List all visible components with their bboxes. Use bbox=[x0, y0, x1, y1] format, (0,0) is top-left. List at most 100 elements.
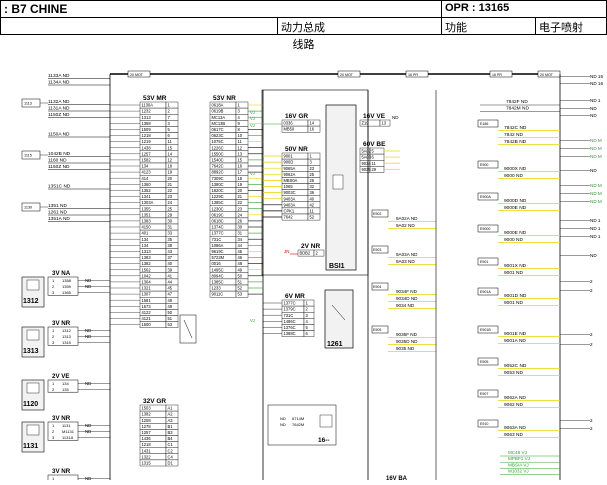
left-component-pin: 1 bbox=[52, 423, 55, 428]
edge-label: ND 15 bbox=[590, 74, 603, 79]
connector-6v-mr-pin: 1 bbox=[306, 301, 309, 306]
connector-53v-mr-wire: 1383 bbox=[142, 255, 152, 260]
connector-32v-gr-pin: C1 bbox=[168, 442, 174, 447]
connector-53v-mr-pin: 24 bbox=[168, 200, 173, 205]
left-component-title: 3V NR bbox=[52, 415, 71, 422]
wire-label: 1160 ND bbox=[48, 158, 67, 164]
right-connector-box bbox=[477, 119, 499, 128]
connector-6v-mr-title: 6V MR bbox=[285, 293, 305, 300]
connector-53v-mr-pin: 35 bbox=[168, 237, 173, 242]
right-bottom-wire-label: MBSIA VJ bbox=[508, 462, 529, 467]
connector-53v-mr-wire: 1303A bbox=[142, 200, 154, 205]
connector-32v-gr-wire: 1208 bbox=[142, 418, 152, 423]
connector-50v-nr-pin: 42 bbox=[310, 202, 315, 207]
connector-53v-mr-pin: 11 bbox=[168, 139, 173, 144]
wire-label: 1351C ND bbox=[48, 184, 71, 190]
mid-connector-label: E904 bbox=[373, 285, 381, 289]
right-wire-label: 9001E ND bbox=[504, 331, 527, 337]
connector-53v-nr-pin: 30 bbox=[238, 225, 243, 230]
left-component-pin: 1 bbox=[52, 328, 55, 333]
connector-53v-mr-pin: 25 bbox=[168, 206, 173, 211]
mid-wire-label: 9A02A ND bbox=[396, 216, 418, 221]
connector-box-label: 1113 bbox=[24, 102, 32, 106]
connector-53v-nr-wire: 8892C bbox=[212, 170, 224, 175]
edge-label: ND M bbox=[590, 199, 602, 204]
connector-53v-nr-pin: 51 bbox=[238, 280, 243, 285]
connector-53v-nr-wire: 0619C bbox=[212, 212, 224, 217]
connector-32v-gr-wire: 1257 bbox=[142, 430, 152, 435]
connector-60v-be-title: 60V BE bbox=[363, 141, 386, 148]
connector-53v-mr-pin: 29 bbox=[168, 212, 173, 217]
connector-53v-nr-wire: 0619B bbox=[212, 109, 224, 114]
connector-53v-nr-wire: 1540C bbox=[212, 158, 224, 163]
left-component-pin: 3 bbox=[52, 290, 55, 295]
connector-53v-mr-pin: 15 bbox=[168, 145, 173, 150]
mid-wire-label: 9A03 ND bbox=[396, 259, 415, 264]
connector-53v-mr-wire: 1307 bbox=[142, 292, 152, 297]
wire-label: 1150Z ND bbox=[48, 112, 70, 118]
category-cell: 功能 bbox=[441, 17, 536, 35]
connector-50v-nr-pin: 1 bbox=[310, 154, 313, 159]
vj-label: VJ bbox=[250, 110, 255, 115]
edge-label: 2 bbox=[590, 342, 593, 347]
left-component-pin: 2 bbox=[52, 387, 55, 392]
right-connector-box bbox=[477, 389, 499, 398]
connector-16v-gr-wire: MB50 bbox=[284, 127, 295, 132]
connector-53v-nr-wire: MC13B bbox=[212, 121, 226, 126]
connector-53v-nr-wire: 7309C bbox=[212, 176, 224, 181]
connector-53v-mr-pin: 21 bbox=[168, 182, 173, 187]
right-connector-box bbox=[477, 224, 499, 233]
connector-53v-nr-pin: 18 bbox=[238, 176, 243, 181]
connector-53v-mr-wire: 401 bbox=[142, 231, 150, 236]
left-component-id: 1120 bbox=[23, 401, 38, 408]
connector-53v-mr-wire: 134 bbox=[142, 164, 150, 169]
connector-53v-nr-wire: 731C bbox=[212, 237, 222, 242]
connector-53v-mr-wire: 1582 bbox=[142, 158, 152, 163]
component-16-text: ND bbox=[280, 422, 286, 427]
wire-label: 1042B ND bbox=[48, 151, 71, 157]
right-connector-box bbox=[477, 160, 499, 169]
connector-53v-mr-pin: 2 bbox=[168, 109, 171, 114]
left-component-wire: 1359 bbox=[62, 284, 72, 289]
connector-53v-nr-wire: 0617C bbox=[212, 127, 224, 132]
connector-53v-mr-wire: 1042 bbox=[142, 273, 152, 278]
mid-wire-label: 9035 ND bbox=[396, 346, 415, 351]
connector-50v-nr-pin: 11 bbox=[310, 209, 315, 214]
left-component-nd: ND bbox=[85, 476, 91, 480]
left-component-id: 1313 bbox=[23, 348, 39, 355]
connector-53v-mr-wire: 1304 bbox=[142, 280, 152, 285]
left-component-wire: 1131 bbox=[62, 423, 71, 428]
section-title: 线路 bbox=[292, 39, 315, 51]
bus-label: 20 MOT bbox=[340, 73, 354, 77]
connector-53v-mr-pin: 50 bbox=[168, 310, 173, 315]
connector-53v-mr-wire: 1232 bbox=[142, 109, 152, 114]
mid-wire-label: 9A02 ND bbox=[396, 223, 415, 228]
connector-53v-nr-pin: 34 bbox=[238, 237, 243, 242]
right-wire-label: 7842B ND bbox=[504, 139, 527, 145]
connector-53v-nr-pin: 13 bbox=[238, 151, 243, 156]
connector-53v-nr-wire: 5723M bbox=[212, 255, 225, 260]
edge-label: ND 1 bbox=[590, 218, 601, 223]
connector-60v-be-pin: 11 bbox=[372, 161, 377, 166]
right-wire-label: 9000X ND bbox=[504, 166, 527, 172]
component-1261 bbox=[324, 289, 354, 349]
connector-53v-mr-pin: 37 bbox=[168, 255, 173, 260]
wire-label: 1131A ND bbox=[48, 106, 70, 112]
left-component-title: 3V NR bbox=[52, 320, 71, 327]
edge-label: ND M bbox=[590, 146, 602, 151]
mid-wire-label: 9035F ND bbox=[396, 332, 418, 337]
wire-label: 1150Z ND bbox=[48, 164, 70, 170]
bsi-box bbox=[325, 104, 357, 271]
connector-53v-mr-pin: 30 bbox=[168, 219, 173, 224]
system-cell: 动力总成 bbox=[277, 17, 442, 35]
edge-label: ND 1 bbox=[590, 234, 601, 239]
connector-53v-nr-wire: 1075C bbox=[212, 139, 224, 144]
vj-label: VJ bbox=[250, 318, 255, 323]
right-wire-label: 9063 ND bbox=[504, 432, 523, 438]
connector-53v-mr-pin: 1 bbox=[168, 103, 171, 108]
connector-53v-mr-pin: 48 bbox=[168, 298, 173, 303]
edge-label: ND bbox=[590, 106, 597, 111]
connector-50v-nr-pin: 32 bbox=[310, 184, 315, 189]
connector-53v-nr-pin: 17 bbox=[238, 170, 243, 175]
connector-32v-gr-wire: 1436 bbox=[142, 436, 152, 441]
